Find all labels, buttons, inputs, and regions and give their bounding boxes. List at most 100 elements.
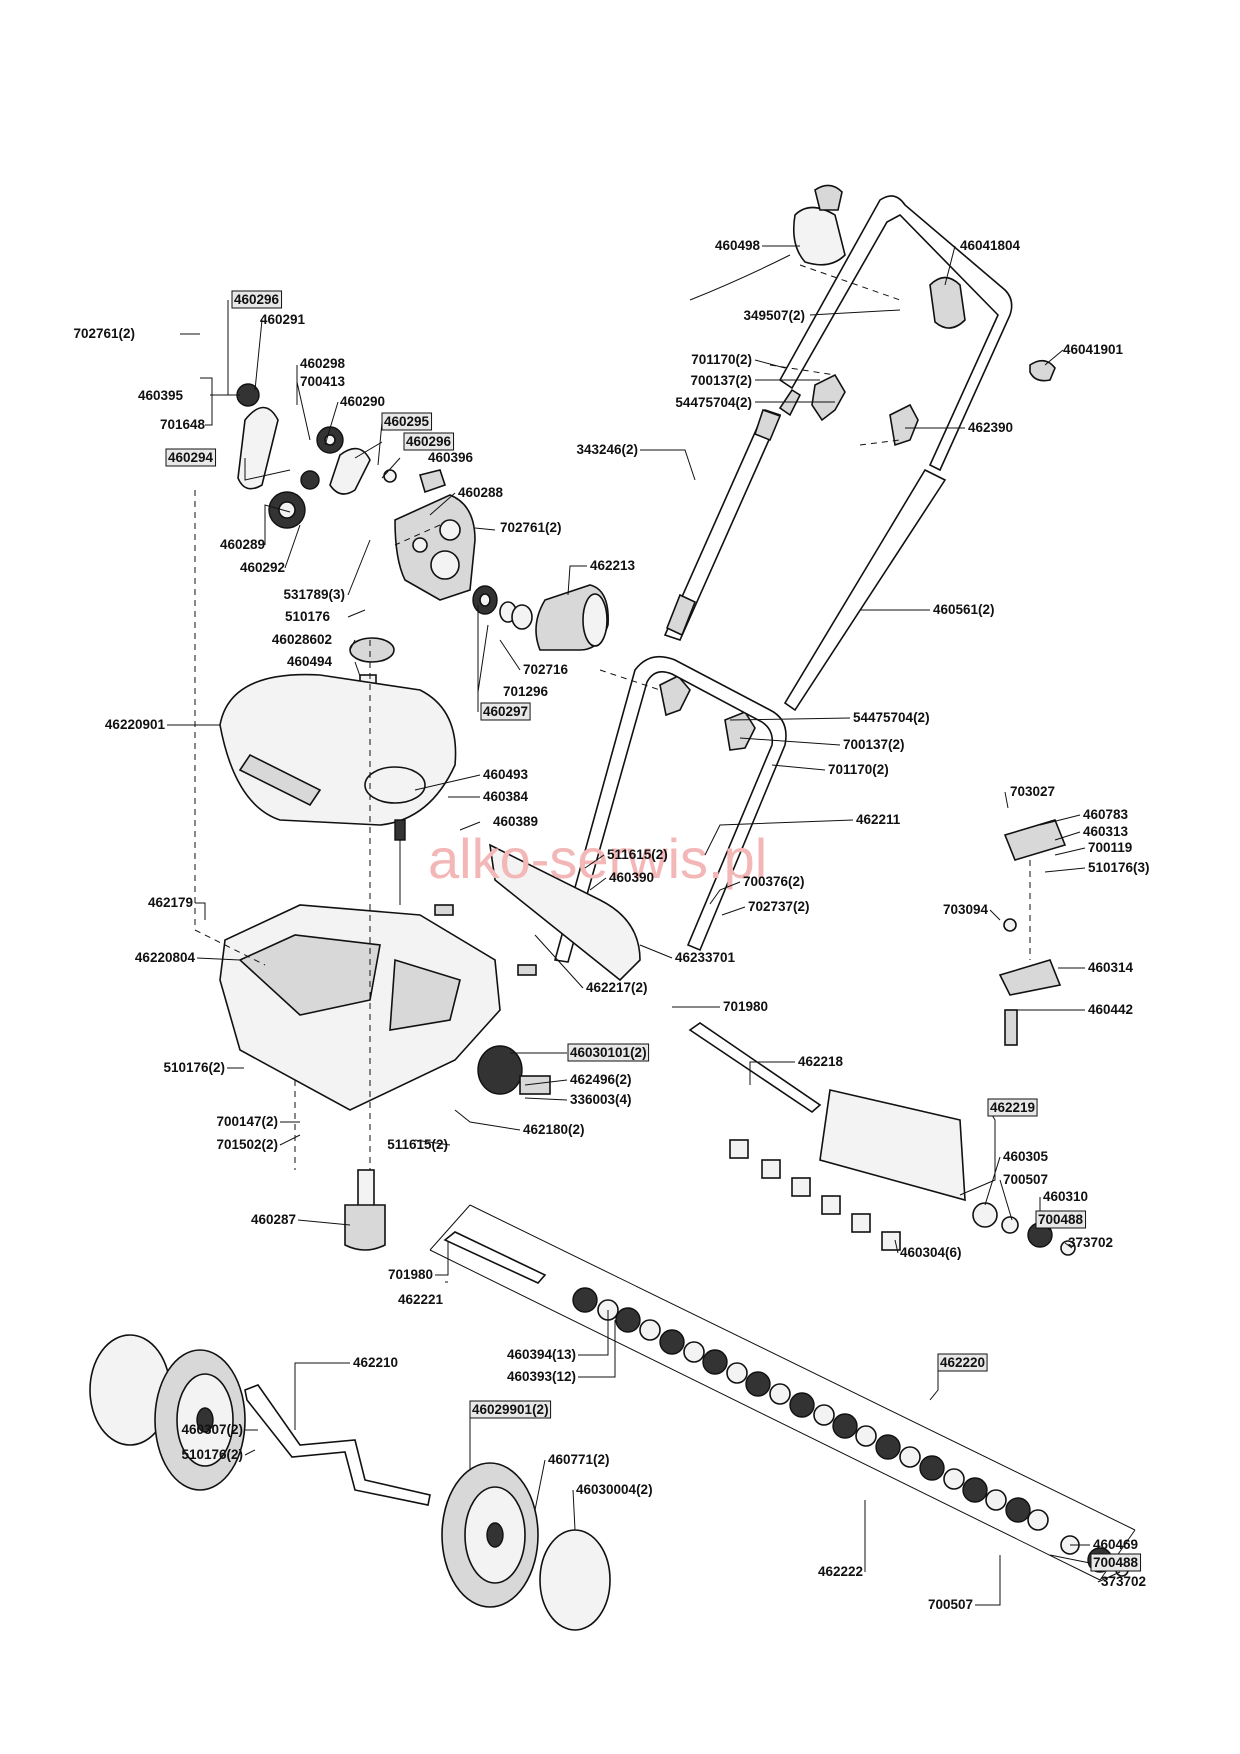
part-label-46041901: 46041901 xyxy=(1063,342,1124,357)
part-label-336003: 336003(4) xyxy=(570,1092,632,1107)
part-label-702761b: 702761(2) xyxy=(500,520,562,535)
part-label-460294: 460294 xyxy=(168,450,214,465)
part-label-46233701: 46233701 xyxy=(675,950,736,965)
part-label-531789: 531789(3) xyxy=(283,587,345,602)
part-label-460396: 460396 xyxy=(428,450,474,465)
watermark: alko-serwis.pl xyxy=(428,827,767,890)
part-label-462218: 462218 xyxy=(798,1054,844,1069)
part-label-460493: 460493 xyxy=(483,767,529,782)
part-label-700507a: 700507 xyxy=(1003,1172,1048,1187)
part-label-46028602: 46028602 xyxy=(272,632,332,647)
part-label-701502: 701502(2) xyxy=(216,1137,278,1152)
grass-guard xyxy=(394,819,641,982)
part-label-511615b: 511615(2) xyxy=(387,1137,448,1152)
part-label-460291: 460291 xyxy=(260,312,306,327)
part-label-460287: 460287 xyxy=(251,1212,296,1227)
part-label-46030101: 46030101(2) xyxy=(570,1045,647,1060)
part-label-460394: 460394(13) xyxy=(507,1347,576,1362)
part-label-460771: 460771(2) xyxy=(548,1452,610,1467)
upper-handle xyxy=(778,195,1013,712)
part-label-460290: 460290 xyxy=(340,394,385,409)
motor xyxy=(472,584,609,651)
part-label-460561: 460561(2) xyxy=(933,602,995,617)
part-label-460783: 460783 xyxy=(1083,807,1129,822)
part-label-701980a: 701980 xyxy=(723,999,768,1014)
part-label-700137a: 700137(2) xyxy=(690,373,752,388)
part-label-frame xyxy=(403,432,455,451)
part-label-frame xyxy=(987,1098,1038,1117)
main-housing xyxy=(219,904,501,1111)
part-label-510176d: 510176(2) xyxy=(181,1447,243,1462)
part-label-frame xyxy=(1090,1553,1142,1572)
part-label-703027: 703027 xyxy=(1010,784,1055,799)
part-label-349507: 349507(2) xyxy=(743,308,805,323)
height-adjuster xyxy=(998,819,1067,1046)
part-label-460307: 460307(2) xyxy=(181,1422,243,1437)
flail-blades xyxy=(729,1089,1076,1256)
part-label-462179: 462179 xyxy=(148,895,193,910)
part-label-701170b: 701170(2) xyxy=(828,762,889,777)
assembly-dash-lines xyxy=(194,264,901,1170)
drive-axle xyxy=(477,1022,822,1114)
part-label-frame xyxy=(381,412,433,431)
part-label-701980b: 701980 xyxy=(388,1267,433,1282)
part-label-510176a: 510176 xyxy=(285,609,331,624)
part-label-54475704b: 54475704(2) xyxy=(853,710,930,725)
part-label-701170a: 701170(2) xyxy=(691,352,752,367)
part-label-702716: 702716 xyxy=(523,662,569,677)
part-label-46220901: 46220901 xyxy=(105,717,166,732)
part-label-703094: 703094 xyxy=(943,902,989,917)
part-label-460295: 460295 xyxy=(384,414,430,429)
lower-handle-frame xyxy=(553,655,787,963)
part-label-frame xyxy=(480,702,531,721)
part-label-462180: 462180(2) xyxy=(523,1122,585,1137)
part-label-460389: 460389 xyxy=(493,814,538,829)
part-label-701296: 701296 xyxy=(503,684,549,699)
part-label-462222: 462222 xyxy=(818,1564,863,1579)
part-label-700488b: 700488 xyxy=(1093,1555,1139,1570)
part-label-460305: 460305 xyxy=(1003,1149,1049,1164)
motor-cover xyxy=(219,673,457,826)
part-label-460296b: 460296 xyxy=(406,434,452,449)
belt-drive xyxy=(236,383,447,529)
part-label-462210: 462210 xyxy=(353,1355,398,1370)
part-label-700119: 700119 xyxy=(1088,840,1132,855)
part-label-510176c: 510176(2) xyxy=(163,1060,225,1075)
part-label-frame xyxy=(165,448,217,467)
wheels xyxy=(89,1334,611,1631)
part-label-462390: 462390 xyxy=(968,420,1013,435)
part-label-510176b: 510176(3) xyxy=(1088,860,1150,875)
part-label-460442: 460442 xyxy=(1088,1002,1133,1017)
part-label-460310: 460310 xyxy=(1043,1189,1088,1204)
part-label-46041804: 46041804 xyxy=(960,238,1021,253)
part-label-702737: 702737(2) xyxy=(748,899,810,914)
part-label-462211: 462211 xyxy=(856,812,901,827)
cable-handle-clamp xyxy=(689,184,846,301)
gearbox-housing xyxy=(394,494,476,601)
wing-knobs xyxy=(659,373,919,751)
part-label-460469: 460469 xyxy=(1093,1537,1138,1552)
part-label-460384: 460384 xyxy=(483,789,529,804)
part-label-702761a: 702761(2) xyxy=(73,326,135,341)
part-label-700507b: 700507 xyxy=(928,1597,973,1612)
part-label-700413: 700413 xyxy=(300,374,346,389)
part-label-701648: 701648 xyxy=(160,417,206,432)
wheel-axle xyxy=(244,1384,431,1506)
part-label-462496: 462496(2) xyxy=(570,1072,632,1087)
parts-artwork xyxy=(89,184,1136,1631)
part-label-462217: 462217(2) xyxy=(586,980,648,995)
tine-shaft-frame xyxy=(429,1204,1136,1581)
part-label-700137b: 700137(2) xyxy=(843,737,905,752)
part-label-460296a: 460296 xyxy=(234,292,280,307)
part-label-54475704a: 54475704(2) xyxy=(675,395,752,410)
part-label-460298: 460298 xyxy=(300,356,346,371)
part-label-373702a: 373702 xyxy=(1068,1235,1113,1250)
part-label-460393: 460393(12) xyxy=(507,1369,576,1384)
part-label-460289: 460289 xyxy=(220,537,265,552)
part-label-frame xyxy=(231,290,283,309)
part-label-460314: 460314 xyxy=(1088,960,1134,975)
part-label-46029901: 46029901(2) xyxy=(472,1402,549,1417)
